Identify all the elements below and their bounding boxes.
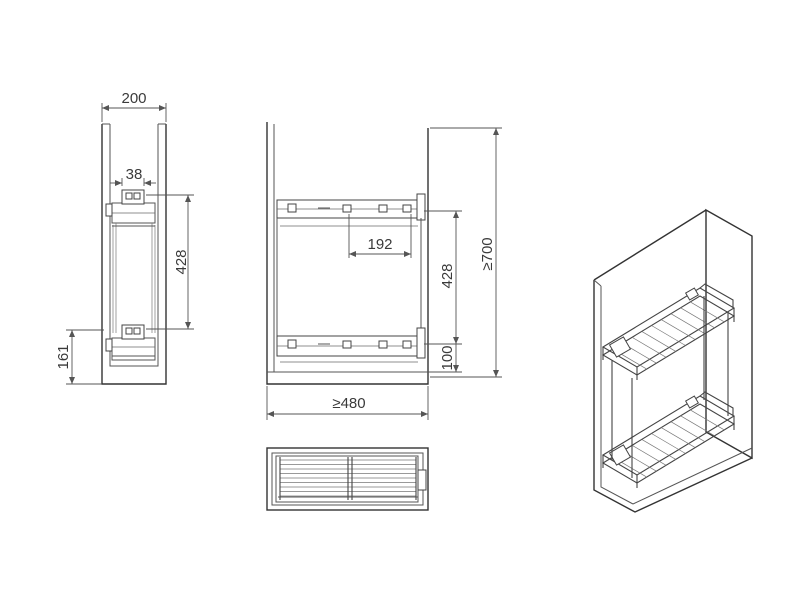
wire-line xyxy=(670,313,706,335)
iso-frame xyxy=(611,296,729,478)
top-basket-wires xyxy=(279,457,417,500)
side-upper-basket xyxy=(105,189,156,333)
iso-upper-floor xyxy=(612,301,725,370)
wire-line xyxy=(680,415,715,437)
front-view: ≥700 428 100 192 ≥480 xyxy=(266,122,502,420)
side-bottom-dimension: 161 xyxy=(55,329,104,385)
side-width-label: 200 xyxy=(121,90,146,107)
isometric-view xyxy=(593,208,753,513)
side-bottom-label: 161 xyxy=(55,344,72,369)
wire-line xyxy=(631,444,667,466)
front-spacing-dimension: 428 xyxy=(424,210,462,345)
wire-line xyxy=(690,301,725,323)
wire-line xyxy=(680,307,715,329)
front-slide-depth-label: 192 xyxy=(367,236,392,253)
front-slide-depth-dimension: 192 xyxy=(348,214,412,258)
side-spacing-dimension: 428 xyxy=(146,194,194,330)
wire-line xyxy=(631,336,667,358)
front-upper-slide xyxy=(276,193,426,336)
top-view xyxy=(266,447,429,511)
iso-lower-floor xyxy=(612,409,725,478)
front-height-dimension: ≥700 xyxy=(430,127,502,378)
iso-cabinet xyxy=(593,208,753,513)
side-width-dimension: 200 xyxy=(101,90,167,122)
wire-line xyxy=(690,409,725,431)
front-lower-slide xyxy=(276,327,426,363)
wire-line xyxy=(641,331,676,352)
side-offset-dimension: 38 xyxy=(110,166,156,186)
side-view: 200 38 428 161 xyxy=(55,90,194,385)
wire-line xyxy=(670,421,706,443)
front-bottom-label: 100 xyxy=(439,345,456,370)
wire-line xyxy=(661,427,696,448)
wire-line xyxy=(651,325,686,346)
front-depth-label: ≥480 xyxy=(332,395,365,412)
wire-line xyxy=(651,433,686,454)
front-bottom-dimension: 100 xyxy=(426,344,462,373)
wire-line xyxy=(641,439,676,460)
iso-upper-basket xyxy=(601,283,736,380)
iso-lower-basket xyxy=(601,391,736,488)
side-spacing-label: 428 xyxy=(173,249,190,274)
front-height-label: ≥700 xyxy=(479,237,496,270)
side-offset-label: 38 xyxy=(126,166,143,183)
front-depth-dimension: ≥480 xyxy=(266,386,429,420)
wire-line xyxy=(661,319,696,340)
side-lower-basket xyxy=(105,324,156,361)
side-cabinet xyxy=(101,123,167,385)
front-cabinet xyxy=(266,122,429,385)
front-spacing-label: 428 xyxy=(439,263,456,288)
